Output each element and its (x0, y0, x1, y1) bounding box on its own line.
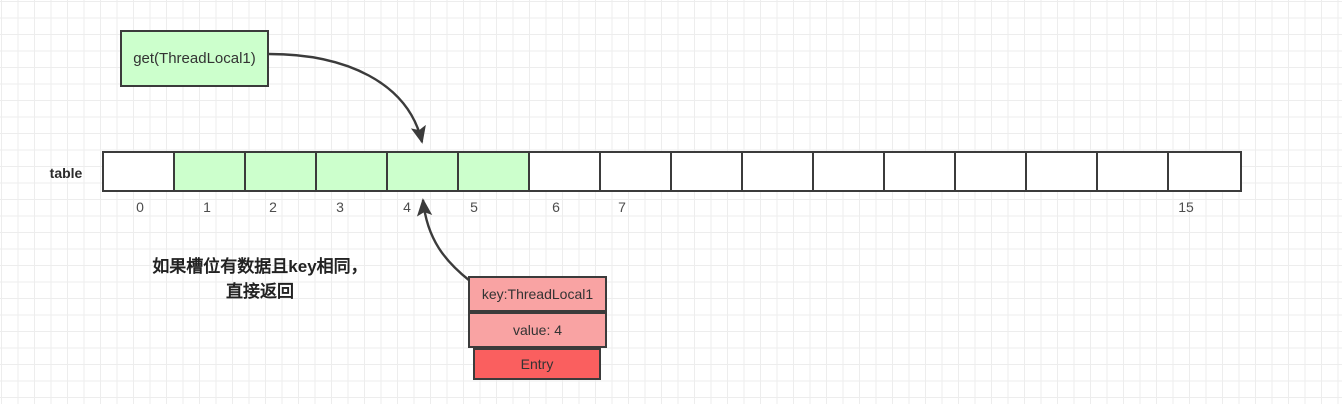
entry-title-label: Entry (520, 355, 554, 372)
table-index-label-4: 4 (403, 199, 411, 215)
table-slot-0[interactable] (104, 153, 175, 190)
table-index-label-6: 6 (552, 199, 560, 215)
entry-key-box[interactable]: key:ThreadLocal1 (468, 276, 607, 312)
table-slot-13[interactable] (1027, 153, 1098, 190)
call-to-slot-arrow (268, 52, 426, 144)
table-index-label-3: 3 (336, 199, 344, 215)
table-slot-8[interactable] (672, 153, 743, 190)
table-slot-12[interactable] (956, 153, 1027, 190)
table-slot-10[interactable] (814, 153, 885, 190)
entry-value-label: value: 4 (512, 321, 563, 338)
table-label: table (49, 165, 83, 181)
table-slot-6[interactable] (530, 153, 601, 190)
entry-key-label: key:ThreadLocal1 (481, 285, 594, 302)
table-slot-11[interactable] (885, 153, 956, 190)
table-index-label-1: 1 (203, 199, 211, 215)
entry-title-box[interactable]: Entry (473, 348, 601, 380)
table-slot-9[interactable] (743, 153, 814, 190)
annotation-note: 如果槽位有数据且key相同， 直接返回 (152, 257, 368, 301)
table-index-label-15: 15 (1178, 199, 1194, 215)
table-index-label-0: 0 (136, 199, 144, 215)
table-slot-5[interactable] (459, 153, 530, 190)
table-slot-2[interactable] (246, 153, 317, 190)
table-index-label-5: 5 (470, 199, 478, 215)
table-index-label-7: 7 (618, 199, 626, 215)
table-slot-4[interactable] (388, 153, 459, 190)
get-call-box[interactable]: get(ThreadLocal1) (120, 30, 269, 87)
table-slot-7[interactable] (601, 153, 672, 190)
entry-value-box[interactable]: value: 4 (468, 312, 607, 348)
table-slot-1[interactable] (175, 153, 246, 190)
get-call-label: get(ThreadLocal1) (133, 49, 256, 67)
table-slot-14[interactable] (1098, 153, 1169, 190)
table-array (102, 151, 1242, 192)
table-index-label-2: 2 (269, 199, 277, 215)
entry-to-slot-arrow (416, 198, 471, 282)
table-slot-3[interactable] (317, 153, 388, 190)
table-slot-15[interactable] (1169, 153, 1240, 190)
